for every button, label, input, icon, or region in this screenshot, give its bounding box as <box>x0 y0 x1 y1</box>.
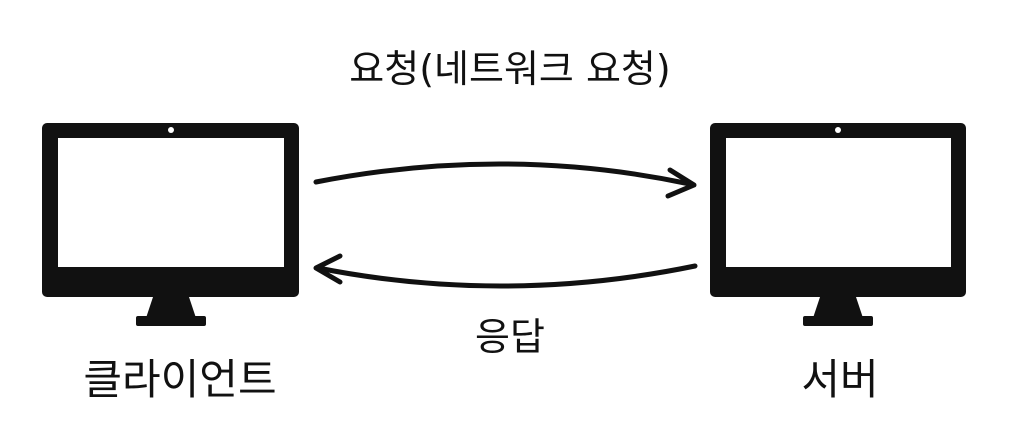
request-label: 요청(네트워크 요청) <box>349 47 671 91</box>
response-label: 응답 <box>475 315 545 359</box>
response-arrowhead <box>313 253 343 285</box>
client-monitor-stand <box>146 297 196 318</box>
request-arrow-line <box>313 161 693 187</box>
client-monitor-base <box>136 316 206 326</box>
client-monitor-icon <box>42 123 299 326</box>
server-monitor-base <box>803 316 873 326</box>
server-label: 서버 <box>801 355 879 404</box>
client-monitor-camera <box>168 127 174 133</box>
server-monitor-screen <box>726 138 951 267</box>
server-monitor-icon <box>710 123 966 326</box>
response-arrow <box>313 253 698 289</box>
response-arrow-line <box>315 263 698 289</box>
server-monitor-camera <box>835 127 841 133</box>
server-monitor-stand <box>813 297 863 318</box>
client-monitor-screen <box>58 138 284 267</box>
client-label: 클라이언트 <box>83 355 277 404</box>
request-arrow <box>313 161 697 199</box>
request-arrowhead <box>665 167 697 199</box>
